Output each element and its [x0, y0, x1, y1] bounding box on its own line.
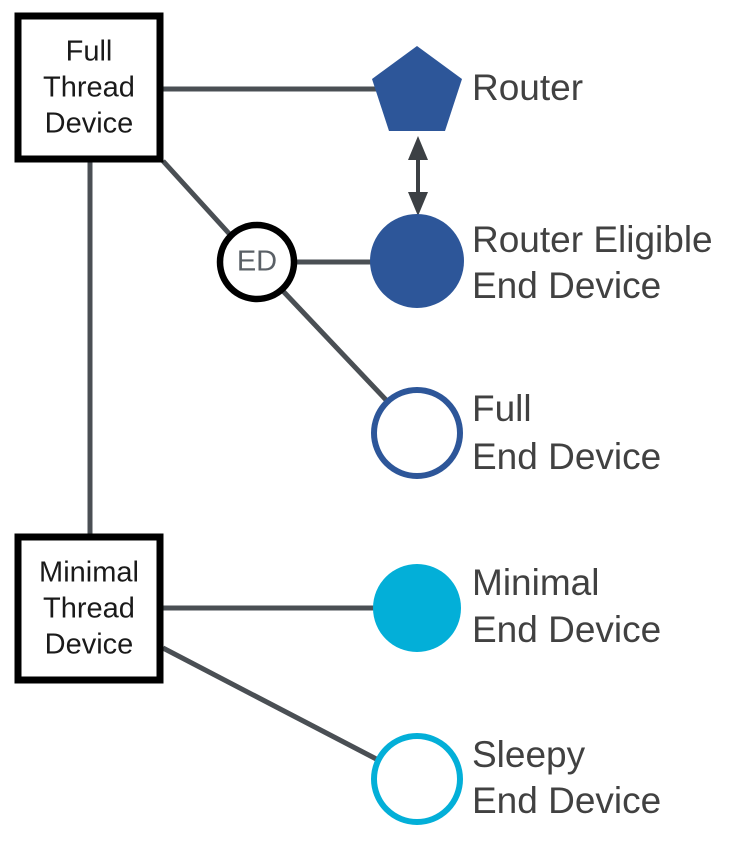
arrow-head-down-icon — [408, 192, 428, 216]
ed-label: ED — [237, 246, 277, 278]
router-eligible-end-device-circle-icon[interactable] — [370, 214, 464, 308]
legend-shape-router-eligible-end-device[interactable] — [370, 214, 464, 308]
legend-shape-router[interactable] — [372, 46, 462, 131]
full-thread-device-box[interactable] — [14, 12, 164, 163]
full-thread-device-label-line-3: Device — [45, 108, 134, 140]
legend-label-minimal-end-device-line-1: Minimal — [472, 562, 599, 603]
legend-label-sleepy-end-device-line-1: Sleepy — [472, 734, 586, 775]
legend-label-full-end-device-line-1: Full — [472, 388, 532, 429]
sleepy-end-device-circle-icon[interactable] — [371, 733, 463, 825]
connector-group — [87, 86, 390, 765]
ed-circle[interactable] — [216, 221, 298, 303]
full-thread-device-label-line-1: Full — [66, 36, 113, 68]
legend-label-sleepy-end-device-line-2: End Device — [472, 780, 661, 821]
connector-ed-to-fed — [280, 288, 390, 404]
node-minimal-thread-device[interactable]: Minimal Thread Device — [14, 533, 164, 684]
legend-label-reed-line-2: End Device — [472, 265, 661, 306]
full-thread-device-label-line-2: Thread — [43, 72, 135, 104]
legend-shape-full-end-device[interactable] — [371, 387, 463, 479]
legend-label-minimal-end-device-line-2: End Device — [472, 609, 661, 650]
minimal-end-device-circle-icon[interactable] — [373, 564, 461, 652]
node-full-thread-device[interactable]: Full Thread Device — [14, 12, 164, 163]
router-pentagon-icon[interactable] — [372, 46, 462, 131]
legend-label-router-line-1: Router — [472, 67, 583, 108]
full-end-device-circle-icon[interactable] — [371, 387, 463, 479]
minimal-thread-device-label-line-3: Device — [45, 629, 134, 661]
minimal-thread-device-box[interactable] — [14, 533, 164, 684]
bidirectional-arrow-router-reed — [408, 136, 428, 216]
legend-labels: Router Router Eligible End Device Full E… — [472, 67, 713, 821]
minimal-thread-device-label-line-2: Thread — [43, 593, 135, 625]
connector-mtd-to-sed — [161, 645, 384, 765]
legend-shape-sleepy-end-device[interactable] — [371, 733, 463, 825]
connector-ftd-to-ed — [161, 159, 236, 241]
legend-shape-minimal-end-device[interactable] — [373, 564, 461, 652]
legend-label-reed-line-1: Router Eligible — [472, 219, 713, 260]
arrow-head-up-icon — [408, 136, 428, 160]
minimal-thread-device-label-line-1: Minimal — [39, 557, 139, 589]
node-end-device-ed[interactable]: ED — [216, 221, 298, 303]
legend-label-full-end-device-line-2: End Device — [472, 436, 661, 477]
